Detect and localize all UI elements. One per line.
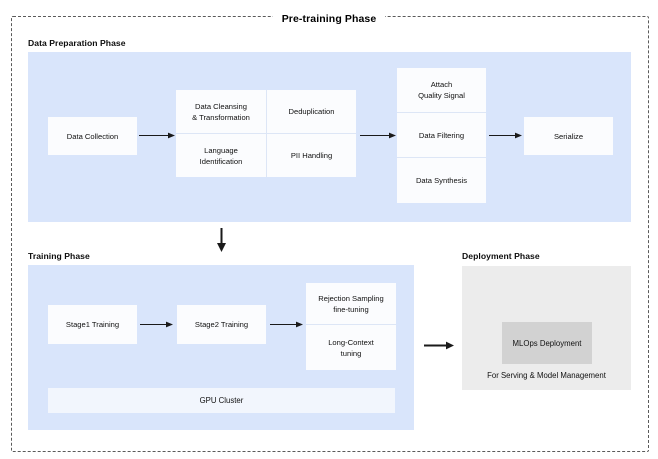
node-gpu-cluster[interactable]: GPU Cluster bbox=[48, 388, 395, 413]
node-data-cleansing-transformation[interactable]: Data Cleansing & Transformation bbox=[176, 90, 267, 134]
arrow-cleansing-to-filtering bbox=[360, 131, 396, 140]
node-long-context-tuning[interactable]: Long-Context tuning bbox=[306, 325, 396, 370]
node-stage2-training[interactable]: Stage2 Training bbox=[177, 305, 266, 344]
node-data-synthesis[interactable]: Data Synthesis bbox=[397, 158, 486, 203]
arrow-collection-to-cleansing bbox=[139, 131, 175, 140]
node-language-identification[interactable]: Language Identification bbox=[176, 134, 267, 177]
arrow-filtering-to-serialize bbox=[489, 131, 522, 140]
node-attach-quality-signal[interactable]: Attach Quality Signal bbox=[397, 68, 486, 113]
deployment-caption: For Serving & Model Management bbox=[487, 371, 606, 380]
node-mlops-deployment[interactable]: MLOps Deployment bbox=[502, 322, 592, 364]
node-stage1-training[interactable]: Stage1 Training bbox=[48, 305, 137, 344]
deployment-phase-label: Deployment Phase bbox=[462, 251, 540, 261]
node-serialize[interactable]: Serialize bbox=[524, 117, 613, 155]
arrow-training-to-deployment bbox=[424, 341, 454, 350]
node-data-filtering[interactable]: Data Filtering bbox=[397, 113, 486, 158]
data-preparation-phase-label: Data Preparation Phase bbox=[28, 38, 126, 48]
arrow-stage2-to-finetuning bbox=[270, 320, 303, 329]
node-rejection-sampling-fine-tuning[interactable]: Rejection Sampling fine-tuning bbox=[306, 283, 396, 325]
arrow-stage1-to-stage2 bbox=[140, 320, 173, 329]
training-phase-label: Training Phase bbox=[28, 251, 90, 261]
node-data-collection[interactable]: Data Collection bbox=[48, 117, 137, 155]
node-pii-handling[interactable]: PII Handling bbox=[267, 134, 356, 177]
arrow-preparation-to-training bbox=[216, 228, 227, 252]
node-deduplication[interactable]: Deduplication bbox=[267, 90, 356, 134]
